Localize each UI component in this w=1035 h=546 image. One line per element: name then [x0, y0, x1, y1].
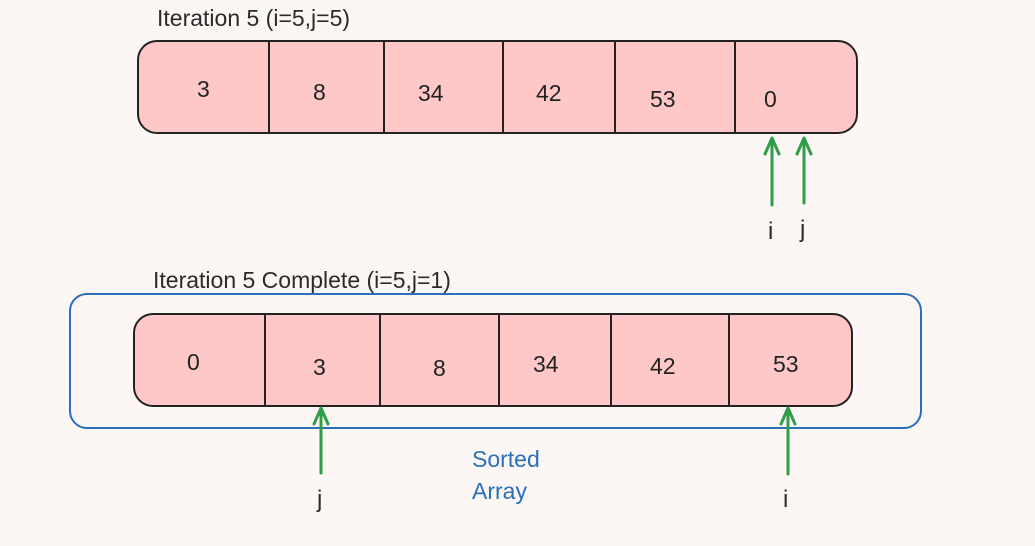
array-cell: 3: [266, 315, 381, 405]
top-arrow-j-icon: [795, 136, 813, 205]
sorted-array-label: Sorted Array: [472, 443, 540, 507]
cell-value: 34: [418, 80, 444, 106]
array-cell: 8: [381, 315, 500, 405]
bottom-title: Iteration 5 Complete (i=5,j=1): [153, 267, 451, 293]
top-arrow-i-icon: [763, 136, 781, 207]
array-cell: 0: [135, 315, 266, 405]
cell-value: 42: [536, 80, 562, 106]
cell-value: 3: [197, 76, 210, 102]
cell-value: 53: [773, 351, 799, 377]
array-cell: 53: [616, 42, 736, 132]
pointer-i-label: i: [768, 218, 774, 245]
bottom-arrow-i-icon: [779, 406, 797, 476]
array-cell: 3: [139, 42, 270, 132]
sorted-label-line2: Array: [472, 478, 527, 504]
cell-value: 8: [433, 355, 446, 381]
array-cell: 0: [736, 42, 856, 132]
array-cell: 34: [385, 42, 504, 132]
cell-value: 53: [650, 86, 676, 112]
bottom-array: 0 3 8 34 42 53: [133, 313, 853, 407]
cell-value: 0: [764, 86, 777, 112]
pointer-j-label: j: [800, 216, 806, 243]
bottom-arrow-j-icon: [312, 406, 330, 475]
pointer-i-label: i: [783, 486, 789, 513]
cell-value: 34: [533, 351, 559, 377]
cell-value: 8: [313, 79, 326, 105]
pointer-j-label: j: [317, 486, 323, 513]
array-cell: 53: [730, 315, 851, 405]
sorted-label-line1: Sorted: [472, 446, 540, 472]
cell-value: 42: [650, 353, 676, 379]
top-array: 3 8 34 42 53 0: [137, 40, 858, 134]
array-cell: 42: [612, 315, 730, 405]
cell-value: 0: [187, 349, 200, 375]
top-title: Iteration 5 (i=5,j=5): [157, 5, 351, 31]
array-cell: 8: [270, 42, 385, 132]
array-cell: 42: [504, 42, 616, 132]
array-cell: 34: [500, 315, 612, 405]
sorted-array-box: [69, 293, 922, 429]
cell-value: 3: [313, 354, 326, 380]
